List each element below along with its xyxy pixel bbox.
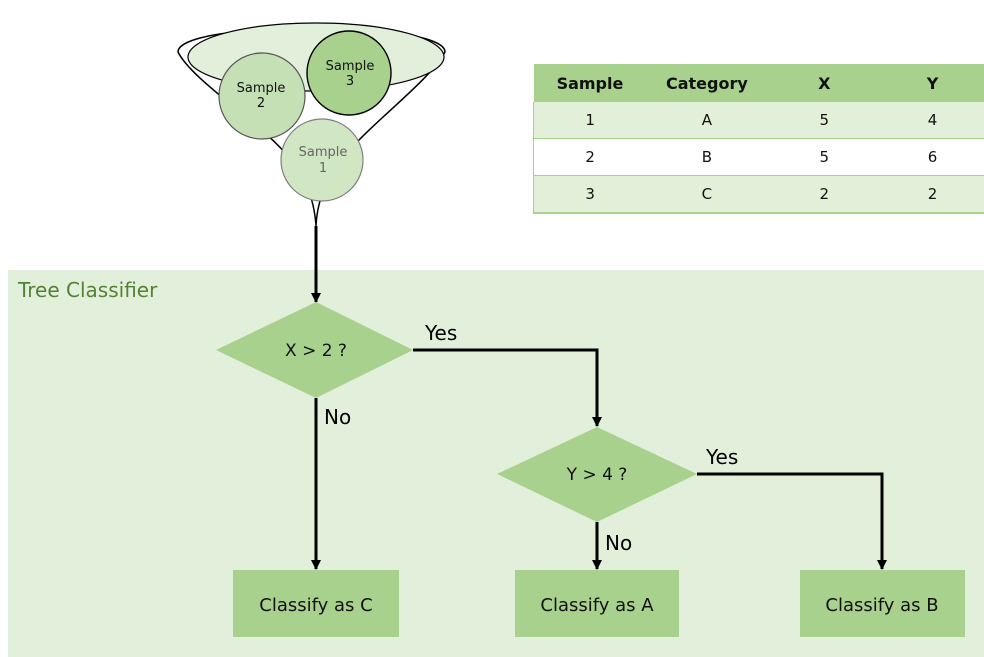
label-yes-2: Yes xyxy=(705,445,738,469)
sample-1-circle: Sample 1 xyxy=(280,118,364,202)
samples-table: Sample Category X Y 1 A 5 4 2 B 5 6 3 C … xyxy=(533,64,984,214)
column-header-y: Y xyxy=(881,64,984,102)
table-cell: A xyxy=(646,102,768,139)
svg-text:Sample: Sample xyxy=(237,81,286,96)
column-header-category: Category xyxy=(646,64,768,102)
column-header-sample: Sample xyxy=(533,64,647,102)
label-no-1: No xyxy=(324,405,351,429)
label-no-2: No xyxy=(605,531,632,555)
decision-y-label: Y > 4 ? xyxy=(566,465,628,485)
connectors xyxy=(311,226,887,570)
leaf-a: Classify as A xyxy=(515,570,679,637)
svg-text:2: 2 xyxy=(257,96,265,111)
table-cell: B xyxy=(646,138,768,176)
table-cell: 5 xyxy=(767,102,882,139)
decision-y: Y > 4 ? xyxy=(497,427,697,522)
svg-text:Sample: Sample xyxy=(326,59,375,74)
table-cell: 1 xyxy=(533,102,647,139)
table-row: 1 A 5 4 xyxy=(533,102,984,139)
label-yes-1: Yes xyxy=(424,321,457,345)
table-row: 3 C 2 2 xyxy=(533,175,984,214)
svg-text:1: 1 xyxy=(319,161,327,176)
table-cell: 3 xyxy=(533,175,647,214)
table-cell: 2 xyxy=(881,175,984,214)
table-cell: 4 xyxy=(881,102,984,139)
leaf-c: Classify as C xyxy=(233,570,399,637)
table-row: 2 B 5 6 xyxy=(533,138,984,176)
decision-x-label: X > 2 ? xyxy=(285,341,347,361)
leaf-b: Classify as B xyxy=(800,570,965,637)
svg-text:Classify as A: Classify as A xyxy=(540,595,654,616)
table-cell: 2 xyxy=(533,138,647,176)
table-cell: 2 xyxy=(767,175,882,214)
arrow-y-yes xyxy=(697,472,887,570)
table-cell: 5 xyxy=(767,138,882,176)
table-cell: 6 xyxy=(881,138,984,176)
column-header-x: X xyxy=(767,64,882,102)
sample-3-circle: Sample 3 xyxy=(306,30,392,116)
classifier-title: Tree Classifier xyxy=(17,278,158,302)
table-cell: C xyxy=(646,175,768,214)
decision-x: X > 2 ? xyxy=(216,302,413,398)
svg-text:Classify as B: Classify as B xyxy=(825,595,938,616)
sample-2-circle: Sample 2 xyxy=(218,52,306,140)
table-header-row: Sample Category X Y xyxy=(533,64,984,102)
arrow-x-yes xyxy=(413,348,602,427)
svg-text:Classify as C: Classify as C xyxy=(259,595,372,616)
svg-text:Sample: Sample xyxy=(299,145,348,160)
svg-text:3: 3 xyxy=(346,74,354,89)
